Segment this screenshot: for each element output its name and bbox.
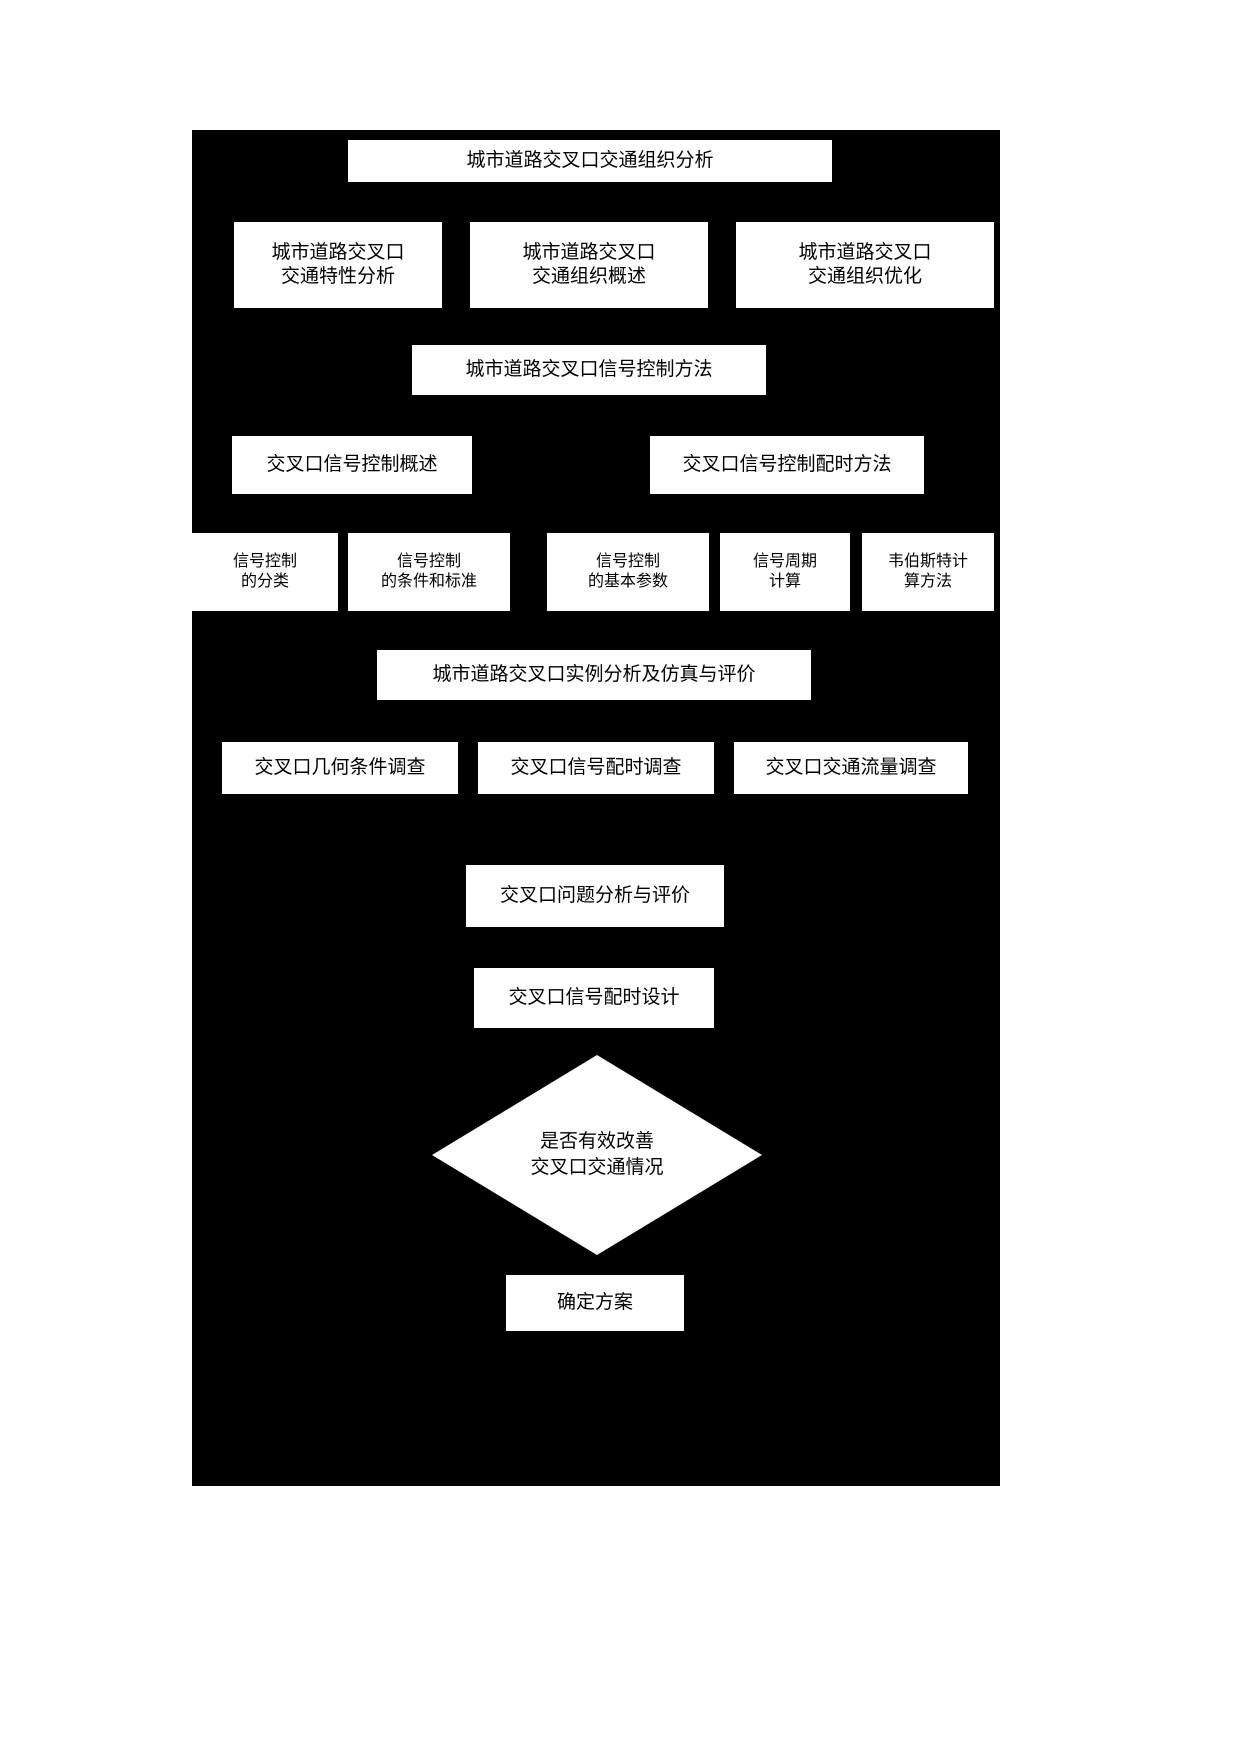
- flow-node-signal-control-classification[interactable]: 信号控制 的分类: [192, 533, 338, 611]
- flow-node-signal-timing-survey[interactable]: 交叉口信号配时调查: [478, 742, 714, 794]
- flow-node-signal-control-overview[interactable]: 交叉口信号控制概述: [232, 436, 472, 494]
- flow-node-webster-calculation-method[interactable]: 韦伯斯特计 算方法: [862, 533, 994, 611]
- flow-node-signal-control-conditions-standards[interactable]: 信号控制 的条件和标准: [348, 533, 510, 611]
- flow-node-signal-timing-design[interactable]: 交叉口信号配时设计: [474, 968, 714, 1028]
- flow-node-problem-analysis-evaluation[interactable]: 交叉口问题分析与评价: [466, 865, 724, 927]
- flow-node-geometric-conditions-survey[interactable]: 交叉口几何条件调查: [222, 742, 458, 794]
- flow-node-traffic-volume-survey[interactable]: 交叉口交通流量调查: [734, 742, 968, 794]
- flow-node-signal-control-basic-parameters[interactable]: 信号控制 的基本参数: [547, 533, 709, 611]
- flow-node-signal-control-timing-method[interactable]: 交叉口信号控制配时方法: [650, 436, 924, 494]
- flow-node-confirm-plan[interactable]: 确定方案: [506, 1275, 684, 1331]
- flow-node-signal-control-method[interactable]: 城市道路交叉口信号控制方法: [412, 345, 766, 395]
- flow-node-root-traffic-organization-analysis[interactable]: 城市道路交叉口交通组织分析: [348, 140, 832, 182]
- flow-node-traffic-characteristics-analysis[interactable]: 城市道路交叉口 交通特性分析: [234, 222, 442, 308]
- flow-node-case-study-simulation-evaluation[interactable]: 城市道路交叉口实例分析及仿真与评价: [377, 650, 811, 700]
- flow-node-traffic-organization-optimization[interactable]: 城市道路交叉口 交通组织优化: [736, 222, 994, 308]
- flow-node-signal-cycle-calculation[interactable]: 信号周期 计算: [720, 533, 850, 611]
- flow-node-traffic-organization-overview[interactable]: 城市道路交叉口 交通组织概述: [470, 222, 708, 308]
